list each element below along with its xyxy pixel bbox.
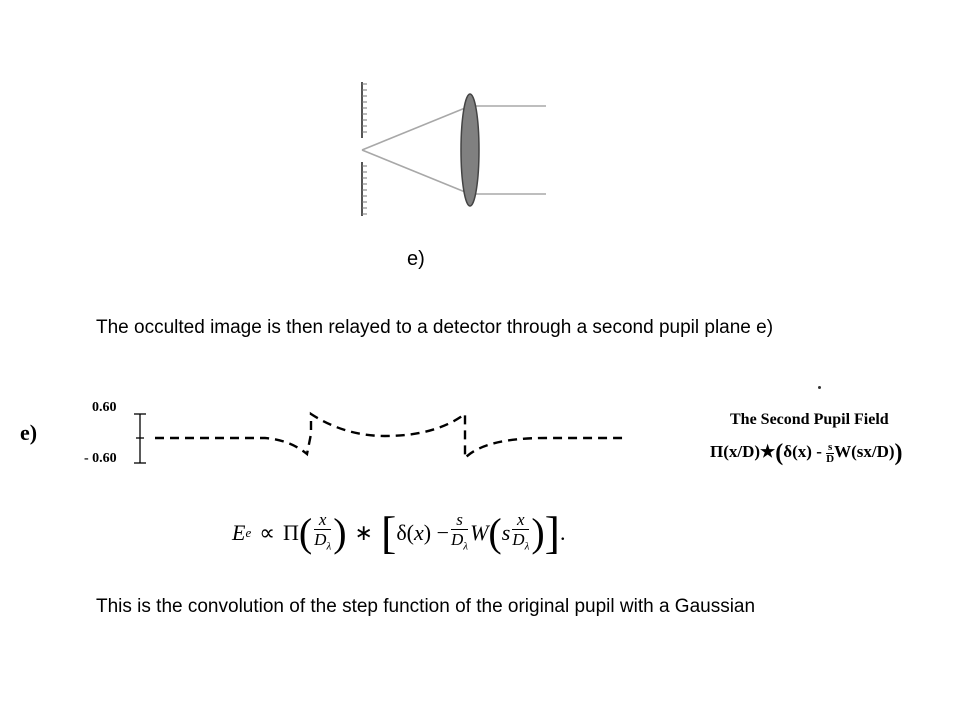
explanation-paragraph: This is the convolution of the step func… (96, 596, 756, 617)
mask-upper-hatch (362, 83, 367, 133)
description-paragraph: The occulted image is then relayed to a … (96, 317, 774, 338)
lens (460, 93, 480, 207)
tick-label-bottom: - 0.60 (84, 451, 117, 466)
light-rays (361, 105, 546, 195)
field-profile-curve (155, 411, 625, 461)
field-title: The Second Pupil Field (730, 411, 889, 428)
stray-dot (818, 386, 821, 389)
optical-relay-diagram (361, 82, 546, 216)
tick-label-top: 0.60 (92, 400, 117, 415)
diagram-caption: e) (407, 248, 425, 270)
panel-label: e) (20, 420, 38, 445)
pupil-field-plot (134, 411, 625, 464)
scale-bracket (134, 413, 146, 464)
mask-lower-hatch (362, 165, 367, 215)
